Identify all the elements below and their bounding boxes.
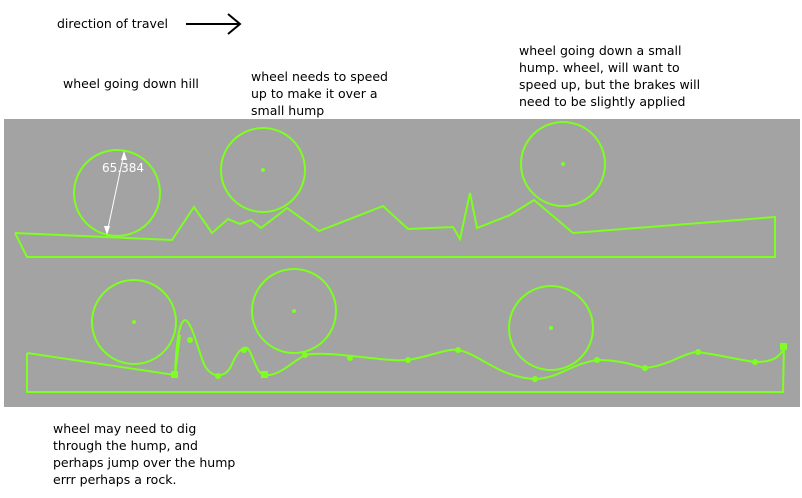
direction-arrow-icon	[186, 13, 242, 35]
brake-note: wheel going down a small hump. wheel, wi…	[519, 43, 701, 109]
bottom-wheel-1	[91, 279, 177, 365]
canvas-background	[4, 119, 800, 407]
bottom-spline-points	[171, 337, 787, 382]
top-terrain	[14, 192, 776, 258]
bottom-wheel-2	[251, 268, 337, 354]
bottom-wheel-3	[508, 285, 594, 371]
top-wheel-braking	[520, 121, 606, 207]
sketch-canvas[interactable]: 65.384	[4, 119, 800, 407]
top-wheel-downhill	[73, 149, 161, 237]
top-wheel-speed-up	[220, 127, 306, 213]
dig-through-note: wheel may need to dig through the hump, …	[53, 421, 236, 487]
radius-dimension: 65.384	[102, 151, 144, 235]
radius-dimension-value: 65.384	[102, 161, 144, 175]
bottom-terrain	[26, 318, 785, 393]
direction-of-travel-label: direction of travel	[57, 16, 169, 31]
downhill-note: wheel going down hill	[63, 76, 199, 91]
speed-up-note: wheel needs to speed up to make it over …	[251, 69, 388, 118]
